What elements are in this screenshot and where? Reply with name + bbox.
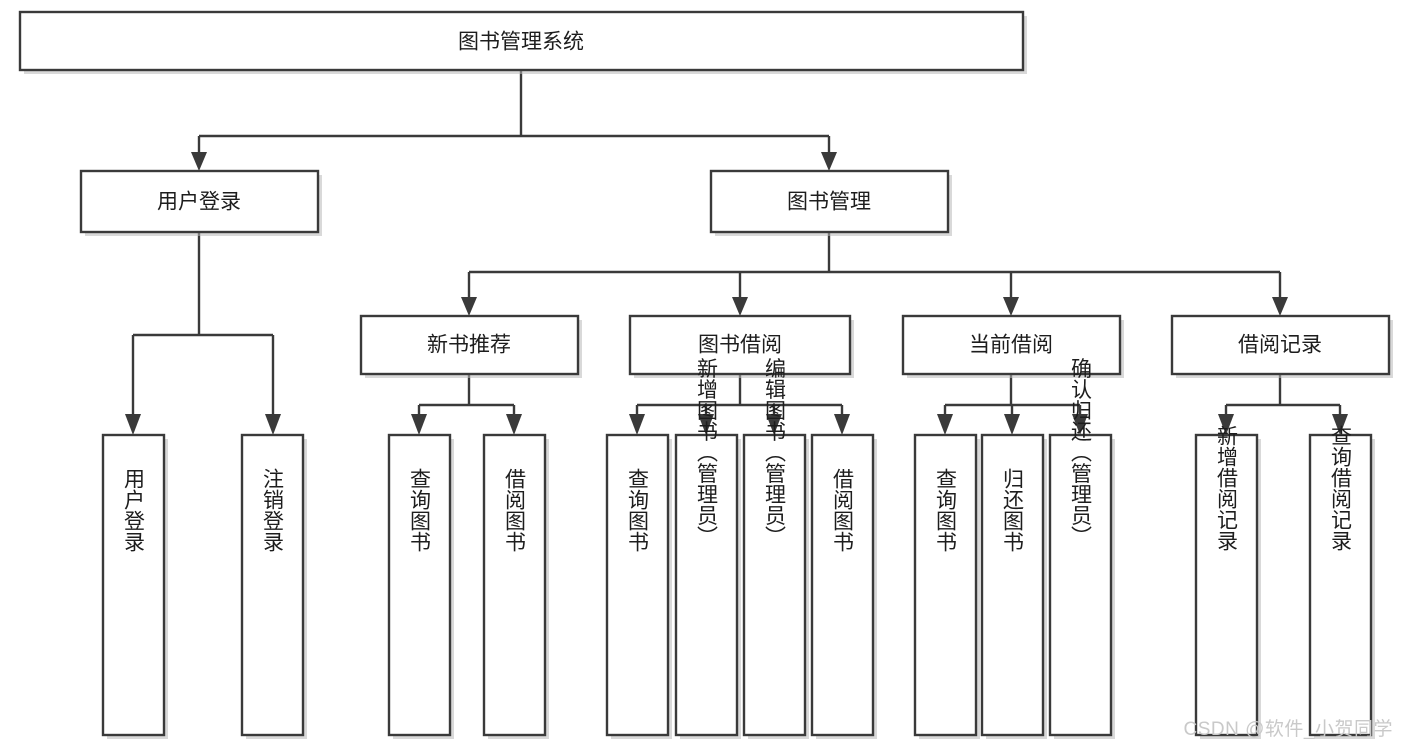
arrow-cb-to-leaf1 — [937, 414, 953, 435]
arrow-cb-to-leaf2 — [1004, 414, 1020, 435]
arrow-bb-to-leaf3 — [766, 414, 782, 435]
node-book-borrow-box — [628, 314, 852, 376]
arrow-bb-to-leaf4 — [834, 414, 850, 435]
node-borrow-record-box — [1170, 314, 1391, 376]
node-leaf-return-book[interactable]: 归还图书 — [980, 433, 1047, 739]
node-book-manage[interactable]: 图书管理 — [709, 169, 952, 236]
arrow-user-login-to-leaf2 — [265, 414, 281, 435]
node-leaf-confirm-return-box — [1048, 433, 1113, 737]
node-leaf-borrow-book-1-label: 借阅图书 — [503, 468, 527, 552]
csdn-watermark: CSDN @软件_小贺同学 — [1183, 719, 1393, 740]
node-borrow-record-label: 借阅记录 — [1238, 334, 1322, 357]
node-new-book-rec-box — [359, 314, 580, 376]
node-root-label: 图书管理系统 — [458, 31, 584, 54]
node-new-book-rec-label: 新书推荐 — [427, 334, 511, 357]
arrow-nbr-to-leaf1 — [411, 414, 427, 435]
node-leaf-borrow-book-1[interactable]: 借阅图书 — [482, 433, 549, 739]
node-current-borrow-box — [901, 314, 1122, 376]
node-borrow-record[interactable]: 借阅记录 — [1170, 314, 1393, 378]
node-leaf-confirm-return-label: 确认归还（管理员） — [1069, 358, 1093, 547]
node-leaf-add-record-label: 新增借阅记录 — [1215, 425, 1239, 551]
connector-layer — [125, 70, 1348, 435]
node-leaf-query-book-3-box — [913, 433, 978, 737]
node-leaf-query-record-label: 查询借阅记录 — [1329, 425, 1353, 551]
arrow-br-to-leaf1 — [1218, 414, 1234, 435]
node-leaf-borrow-book-2-box — [810, 433, 875, 737]
node-user-login-box — [79, 169, 320, 234]
node-layer: 图书管理系统 用户登录 图书管理 新书推荐 — [18, 10, 1393, 740]
node-leaf-confirm-return[interactable]: 确认归还（管理员） — [1048, 358, 1115, 740]
node-book-manage-box — [709, 169, 950, 234]
node-leaf-query-book-3[interactable]: 查询图书 — [913, 433, 980, 739]
node-leaf-query-book-2-box — [605, 433, 670, 737]
node-leaf-return-book-box — [980, 433, 1045, 737]
node-root[interactable]: 图书管理系统 — [18, 10, 1027, 74]
node-leaf-query-book-2[interactable]: 查询图书 — [605, 433, 672, 739]
node-user-login[interactable]: 用户登录 — [79, 169, 322, 236]
node-leaf-query-book-1-label: 查询图书 — [408, 468, 432, 552]
node-root-box — [18, 10, 1025, 72]
node-leaf-borrow-book-2[interactable]: 借阅图书 — [810, 433, 877, 739]
node-current-borrow[interactable]: 当前借阅 — [901, 314, 1124, 378]
node-leaf-return-book-label: 归还图书 — [1001, 468, 1025, 552]
node-leaf-add-book[interactable]: 新增图书（管理员） — [674, 358, 741, 740]
node-leaf-query-book-3-label: 查询图书 — [934, 468, 958, 552]
node-leaf-query-book-1-box — [387, 433, 452, 737]
node-leaf-borrow-book-1-box — [482, 433, 547, 737]
node-user-login-label: 用户登录 — [157, 191, 241, 214]
node-leaf-edit-book[interactable]: 编辑图书（管理员） — [742, 358, 809, 740]
node-leaf-borrow-book-2-label: 借阅图书 — [831, 468, 855, 552]
arrow-bm-to-current-borrow — [1003, 297, 1019, 316]
node-leaf-add-record[interactable]: 新增借阅记录 — [1194, 425, 1261, 739]
node-leaf-add-book-box — [674, 433, 739, 737]
node-leaf-logout-box — [240, 433, 305, 737]
arrow-br-to-leaf2 — [1332, 414, 1348, 435]
node-leaf-logout-label: 注销登录 — [261, 468, 285, 552]
node-leaf-user-login[interactable]: 用户登录 — [101, 433, 168, 739]
arrow-bm-to-new-book-rec — [461, 297, 477, 316]
node-book-manage-label: 图书管理 — [787, 191, 871, 214]
node-leaf-query-record-box — [1308, 433, 1373, 737]
arrow-bb-to-leaf1 — [629, 414, 645, 435]
node-book-borrow-label: 图书借阅 — [698, 334, 782, 357]
arrow-nbr-to-leaf2 — [506, 414, 522, 435]
node-leaf-edit-book-box — [742, 433, 807, 737]
arrow-root-to-book-manage — [821, 152, 837, 171]
node-leaf-user-login-box — [101, 433, 166, 737]
node-leaf-user-login-label: 用户登录 — [122, 468, 146, 552]
node-leaf-logout[interactable]: 注销登录 — [240, 433, 307, 739]
node-leaf-add-book-label: 新增图书（管理员） — [695, 358, 719, 547]
node-current-borrow-label: 当前借阅 — [969, 334, 1053, 357]
arrow-bm-to-borrow-record — [1272, 297, 1288, 316]
node-new-book-rec[interactable]: 新书推荐 — [359, 314, 582, 378]
arrow-user-login-to-leaf1 — [125, 414, 141, 435]
node-leaf-query-book-1[interactable]: 查询图书 — [387, 433, 454, 739]
node-leaf-query-record[interactable]: 查询借阅记录 — [1308, 425, 1375, 739]
node-leaf-add-record-box — [1194, 433, 1259, 737]
arrow-bb-to-leaf2 — [698, 414, 714, 435]
arrow-bm-to-book-borrow — [732, 297, 748, 316]
arrow-cb-to-leaf3 — [1072, 414, 1088, 435]
node-book-borrow[interactable]: 图书借阅 — [628, 314, 854, 378]
node-leaf-edit-book-label: 编辑图书（管理员） — [763, 358, 787, 547]
node-leaf-query-book-2-label: 查询图书 — [626, 468, 650, 552]
arrow-root-to-user-login — [191, 152, 207, 171]
